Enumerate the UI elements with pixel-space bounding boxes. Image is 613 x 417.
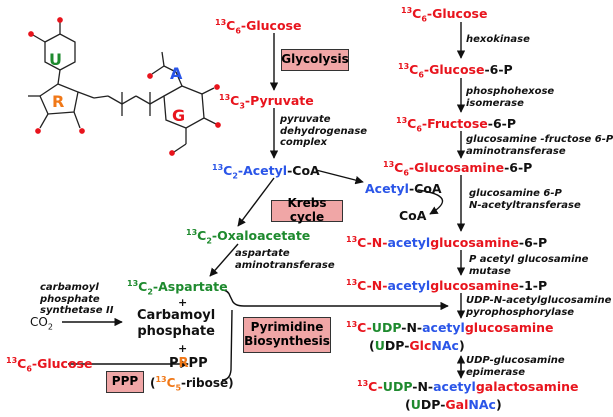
uracil-letter: U	[49, 50, 62, 69]
arrow-pyrimidine	[221, 289, 449, 311]
glucose-left: 13C6-Glucose	[215, 17, 302, 36]
acetylcoa-right: Acetyl-CoA	[365, 181, 442, 196]
diagram-lines	[28, 17, 466, 381]
glucose-bottom: 13C6-Glucose	[6, 355, 93, 374]
gale-enzyme: UDP-glucosamine epimerase	[466, 355, 565, 378]
prpp: PRPP	[169, 356, 208, 371]
acetyl-letter: A	[170, 64, 183, 83]
udp-galnac-abbr: (UDP-GalNAc)	[405, 397, 502, 412]
arrow-ast	[209, 243, 239, 277]
carbamoyl-phosphate: Carbamoyl phosphate	[137, 308, 216, 340]
cps-enzyme: carbamoyl phosphate synthetase II	[40, 282, 114, 316]
arrow-acetyl-transfer	[315, 169, 364, 185]
oxaloacetate: 13C2-Oxaloacetate	[186, 227, 311, 246]
metabolic-pathway-diagram: U R A G Glycolysis Krebs cycle Pyrimidin…	[6, 5, 613, 412]
pyrimidine-biosynthesis-box: Pyrimidine Biosynthesis	[243, 317, 331, 353]
glycolysis-box: Glycolysis	[281, 49, 349, 71]
krebs-cycle-box: Krebs cycle	[271, 196, 343, 224]
pyruvate: 13C3-Pyruvate	[219, 92, 314, 111]
phi-enzyme: phosphohexose isomerase	[466, 86, 555, 109]
glucose-6-p: 13C6-Glucose-6-P	[398, 61, 513, 80]
co2: CO2	[30, 315, 53, 332]
ppp-box: PPP	[106, 371, 144, 393]
glucose-right: 13C6-Glucose	[401, 5, 488, 24]
glcnac-6-p: 13C-N-acetylglucosamine-6-P	[346, 234, 548, 250]
coa: CoA	[399, 208, 427, 223]
glucosamine-6-p: 13C6-Glucosamine-6-P	[383, 159, 533, 178]
ribose-letter: R	[52, 92, 65, 111]
udp-sugar-structure	[28, 17, 221, 156]
uap-enzyme: UDP-N-acetylglucosamine pyrophosphorylas…	[466, 295, 612, 318]
arrow-krebs	[237, 177, 275, 227]
ribose: (13C5-ribose)	[150, 375, 234, 393]
udp-glcnac: 13C-UDP-N-acetylglucosamine	[346, 319, 554, 335]
agm-enzyme: P acetyl glucosamine mutase	[469, 254, 589, 277]
glcnac-1-p: 13C-N-acetylglucosamine-1-P	[346, 277, 548, 293]
gna-enzyme: glucosamine 6-P N-acetyltransferase	[469, 188, 581, 211]
arrow-coa-release	[417, 189, 444, 215]
gfat-enzyme: glucosamine -fructose 6-P aminotransfera…	[466, 134, 613, 157]
acetylcoa-left: 13C2-Acetyl-CoA	[212, 162, 320, 181]
udp-glcnac-abbr: (UDP-GlcNAc)	[369, 338, 465, 353]
glucosamine-letter: G	[172, 106, 186, 125]
plus-1: +	[178, 296, 188, 309]
aspartate: 13C2-Aspartate	[127, 278, 228, 297]
hexokinase: hexokinase	[466, 34, 530, 45]
plus-2: +	[178, 342, 188, 355]
ast-enzyme: aspartate aminotransferase	[235, 248, 335, 271]
fructose-6-p: 13C6-Fructose-6-P	[396, 115, 517, 134]
pdh-enzyme: pyruvate dehydrogenase complex	[280, 114, 368, 148]
udp-galnac: 13C-UDP-N-acetylgalactosamine	[357, 378, 579, 394]
